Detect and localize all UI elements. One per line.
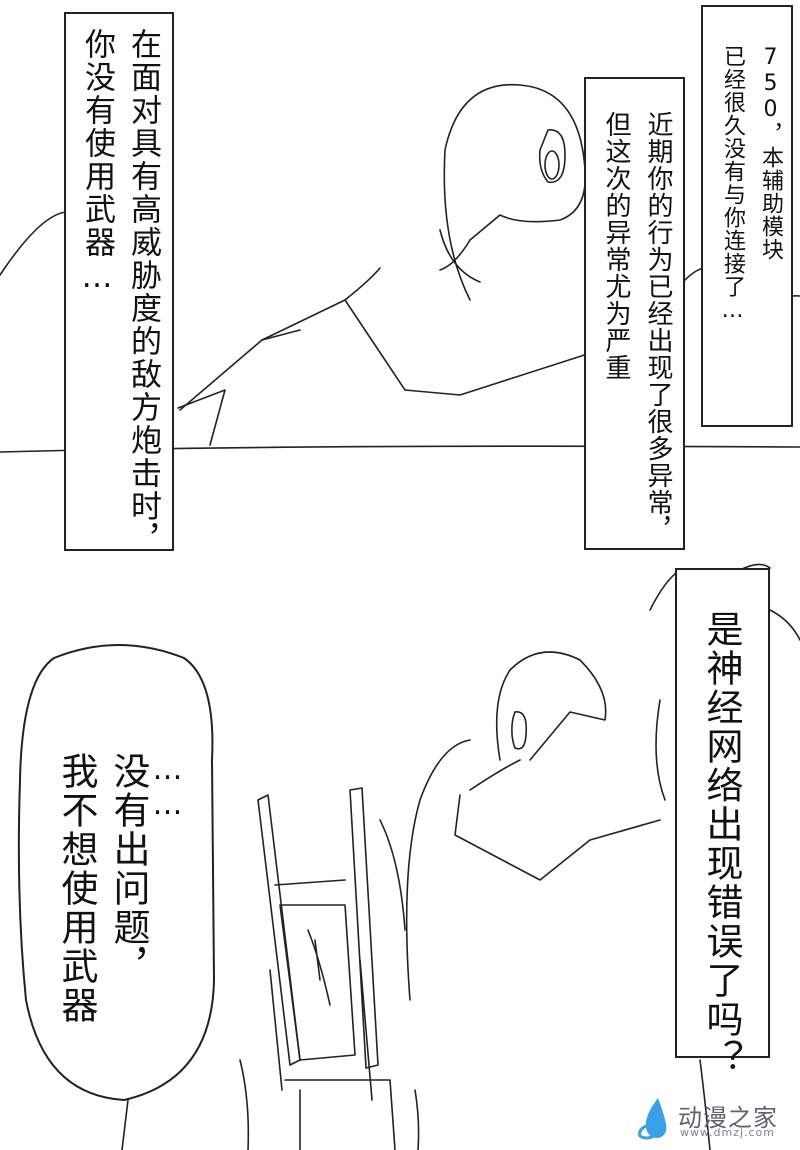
- narration-text-threat-line1: 在面对具有高威胁度的敌方炮击时，: [125, 28, 161, 556]
- narration-text-neural: 是神经网络出现错误了吗？: [700, 610, 743, 1078]
- narration-box-module: 750，本辅助模块 已经很久没有与你连接了…: [701, 5, 793, 427]
- bottom-robot-body: [454, 794, 661, 881]
- speech-text-line1: 没有出问题，: [107, 752, 150, 986]
- robot-body: [261, 299, 601, 396]
- head-ear: [538, 129, 566, 184]
- watermark-name: 动漫之家: [678, 1104, 778, 1132]
- narration-text-module-line1: 750，本辅助模块: [758, 45, 783, 261]
- robot-head: [443, 83, 587, 301]
- speech-text-ellipsis: ……: [150, 752, 185, 822]
- narration-box-abnormal: 近期你的行为已经出现了很多异常， 但这次的异常尤为严重: [584, 77, 685, 550]
- robot-collar: [439, 229, 481, 283]
- watermark: 动漫之家 www.dmzj.com: [636, 1096, 786, 1140]
- bottom-robot-head: [495, 651, 607, 761]
- speech-text-line2: 我不想使用武器: [55, 752, 98, 1025]
- narration-text-module-line2: 已经很久没有与你连接了…: [720, 45, 745, 324]
- bottom-head-ear: [511, 711, 528, 750]
- cannon-barrel: [257, 794, 301, 1066]
- watermark-logo-icon: [638, 1098, 667, 1140]
- narration-text-abnormal-line2: 但这次的异常尤为严重: [601, 111, 631, 381]
- left-hill: [0, 211, 67, 276]
- narration-text-threat-line2: 你没有使用武器…: [79, 28, 115, 297]
- watermark-url: www.dmzj.com: [680, 1126, 775, 1139]
- narration-box-threat: 在面对具有高威胁度的敌方炮击时， 你没有使用武器…: [64, 12, 174, 556]
- speech-bubble: [17, 644, 216, 1102]
- narration-text-abnormal-line1: 近期你的行为已经出现了很多异常，: [643, 111, 673, 543]
- narration-box-neural: 是神经网络出现错误了吗？: [675, 568, 770, 1078]
